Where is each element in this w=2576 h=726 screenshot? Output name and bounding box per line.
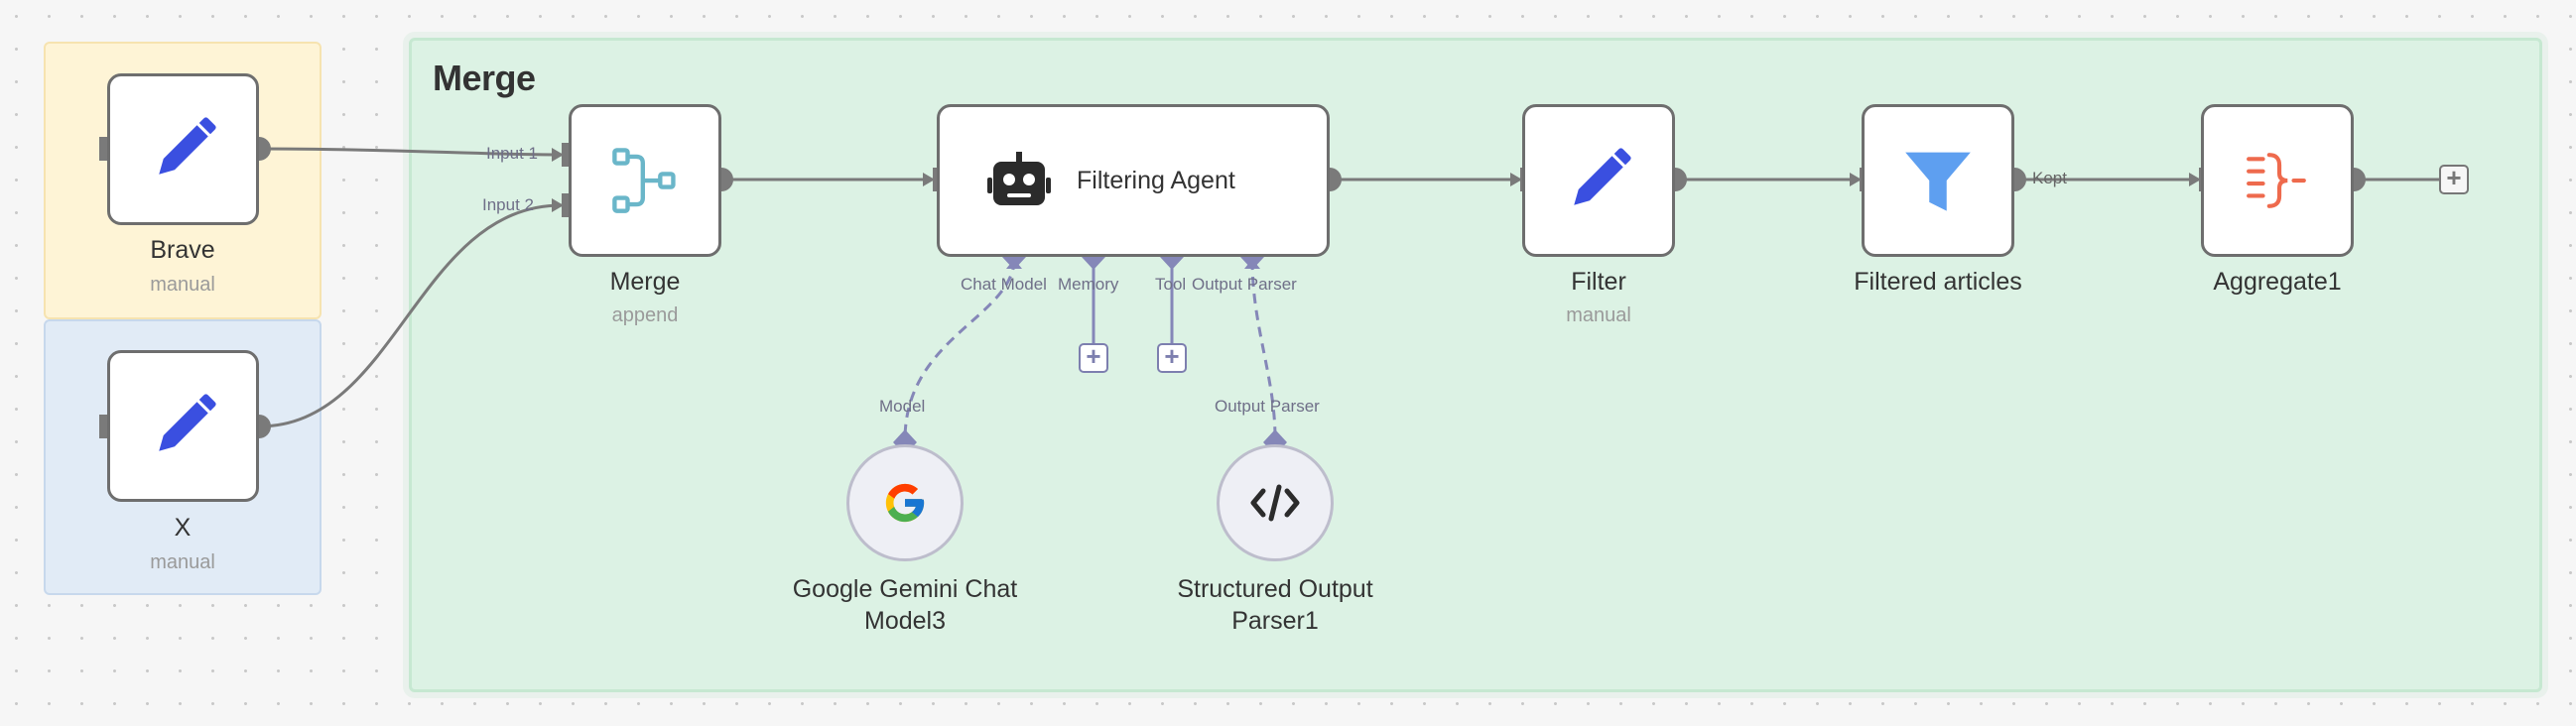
google-icon xyxy=(885,483,925,523)
port-label-parser-output: Output Parser xyxy=(1215,397,1320,416)
group-merge[interactable] xyxy=(409,38,2542,692)
port-label-model: Model xyxy=(879,397,926,416)
pencil-icon xyxy=(158,393,216,451)
node-x-subtitle: manual xyxy=(150,551,215,573)
node-output-parser-title: Structured Output Parser1 xyxy=(1126,573,1424,637)
port-label-tool: Tool xyxy=(1155,275,1187,294)
node-brave[interactable] xyxy=(107,73,259,225)
node-filter[interactable] xyxy=(1522,104,1675,257)
pencil-icon xyxy=(158,116,216,175)
funnel-icon xyxy=(1905,152,1971,211)
node-gemini-title-line1: Google Gemini Chat xyxy=(792,575,1018,603)
node-brave-title: Brave xyxy=(150,236,215,264)
node-gemini-title-line2: Model3 xyxy=(864,607,946,635)
node-aggregate[interactable] xyxy=(2201,104,2354,257)
node-filtering-agent[interactable]: Filtering Agent xyxy=(937,104,1330,257)
wire-gemini-agent xyxy=(903,259,1016,439)
aggregate-icon xyxy=(2247,153,2306,208)
node-output-parser-title-line2: Parser1 xyxy=(1231,607,1319,635)
port-label-input1: Input 1 xyxy=(486,144,538,163)
group-title: Merge xyxy=(433,58,536,98)
node-gemini[interactable] xyxy=(846,444,964,561)
node-merge[interactable] xyxy=(569,104,721,257)
wire-parser-agent xyxy=(1250,259,1277,439)
node-filter-subtitle: manual xyxy=(1566,304,1631,326)
node-output-parser-title-line1: Structured Output xyxy=(1177,575,1373,603)
node-filtered-articles-title: Filtered articles xyxy=(1854,268,2022,296)
node-filter-title: Filter xyxy=(1571,268,1626,296)
node-output-parser[interactable] xyxy=(1217,444,1334,561)
pencil-icon xyxy=(1574,148,1631,205)
code-icon xyxy=(1250,484,1300,522)
add-memory-button[interactable]: + xyxy=(1079,343,1108,373)
node-gemini-title: Google Gemini Chat Model3 xyxy=(756,573,1054,637)
port-label-input2: Input 2 xyxy=(482,195,534,214)
node-merge-title: Merge xyxy=(609,268,681,296)
add-node-button[interactable]: + xyxy=(2439,165,2469,194)
node-aggregate-title: Aggregate1 xyxy=(2213,268,2342,296)
wire-x-merge xyxy=(258,203,563,428)
add-tool-button[interactable]: + xyxy=(1157,343,1187,373)
robot-icon xyxy=(987,152,1051,205)
connection-label-kept: Kept xyxy=(2032,169,2067,187)
port-label-memory: Memory xyxy=(1058,275,1119,294)
merge-icon xyxy=(612,148,676,213)
node-x-title: X xyxy=(174,514,192,542)
node-filtered-articles[interactable] xyxy=(1862,104,2014,257)
node-x[interactable] xyxy=(107,350,259,502)
node-filtering-agent-title: Filtering Agent xyxy=(1077,166,1235,194)
port-label-output-parser: Output Parser xyxy=(1192,275,1297,294)
port-label-chat-model: Chat Model xyxy=(961,275,1047,294)
wire-brave-merge xyxy=(258,147,563,157)
node-brave-subtitle: manual xyxy=(150,274,215,296)
node-merge-subtitle: append xyxy=(611,304,679,326)
